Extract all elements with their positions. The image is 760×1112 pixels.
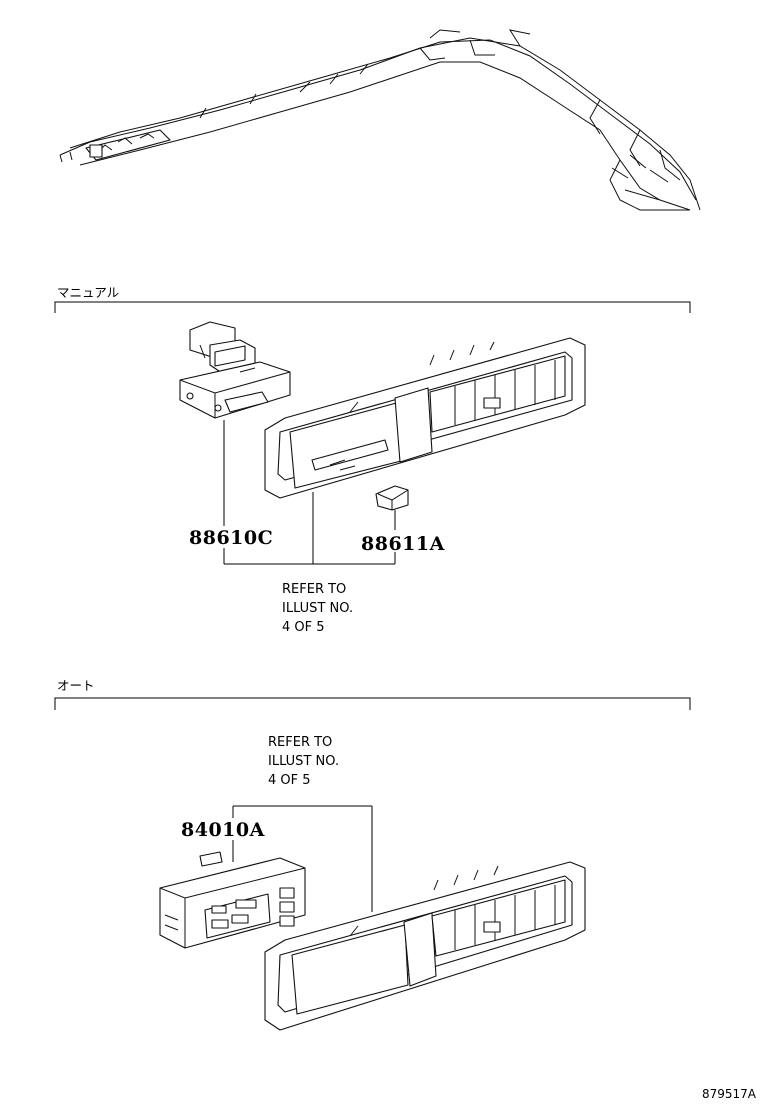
part-number-84010a: 84010A bbox=[181, 819, 265, 841]
section-title-auto: オート bbox=[57, 678, 95, 693]
refer-auto-line1: REFER TO bbox=[268, 735, 332, 750]
leader-lines-auto bbox=[232, 805, 373, 912]
refer-manual-line3: 4 OF 5 bbox=[282, 620, 325, 635]
refer-manual-line1: REFER TO bbox=[282, 582, 346, 597]
figure-code: 879517A bbox=[702, 1087, 757, 1101]
ac-control-panel-auto bbox=[159, 851, 306, 949]
center-vent-assembly-auto bbox=[264, 861, 586, 1031]
refer-auto-line2: ILLUST NO. bbox=[268, 754, 339, 769]
knob-88611a bbox=[375, 485, 409, 511]
section-bracket-manual bbox=[54, 301, 691, 313]
label-bg-88610c bbox=[188, 526, 268, 548]
dashboard-duct-illustration bbox=[59, 29, 701, 211]
knob-edge bbox=[377, 489, 409, 510]
part-number-88610c: 88610C bbox=[189, 527, 273, 549]
section-bracket-auto bbox=[54, 697, 691, 710]
control-switch-unit-manual bbox=[179, 321, 291, 419]
refer-auto-line3: 4 OF 5 bbox=[268, 773, 311, 788]
center-vent-assembly-manual bbox=[264, 337, 586, 499]
refer-manual-line2: ILLUST NO. bbox=[282, 601, 353, 616]
section-title-manual: マニュアル bbox=[57, 285, 119, 300]
part-number-88611a: 88611A bbox=[361, 533, 445, 555]
